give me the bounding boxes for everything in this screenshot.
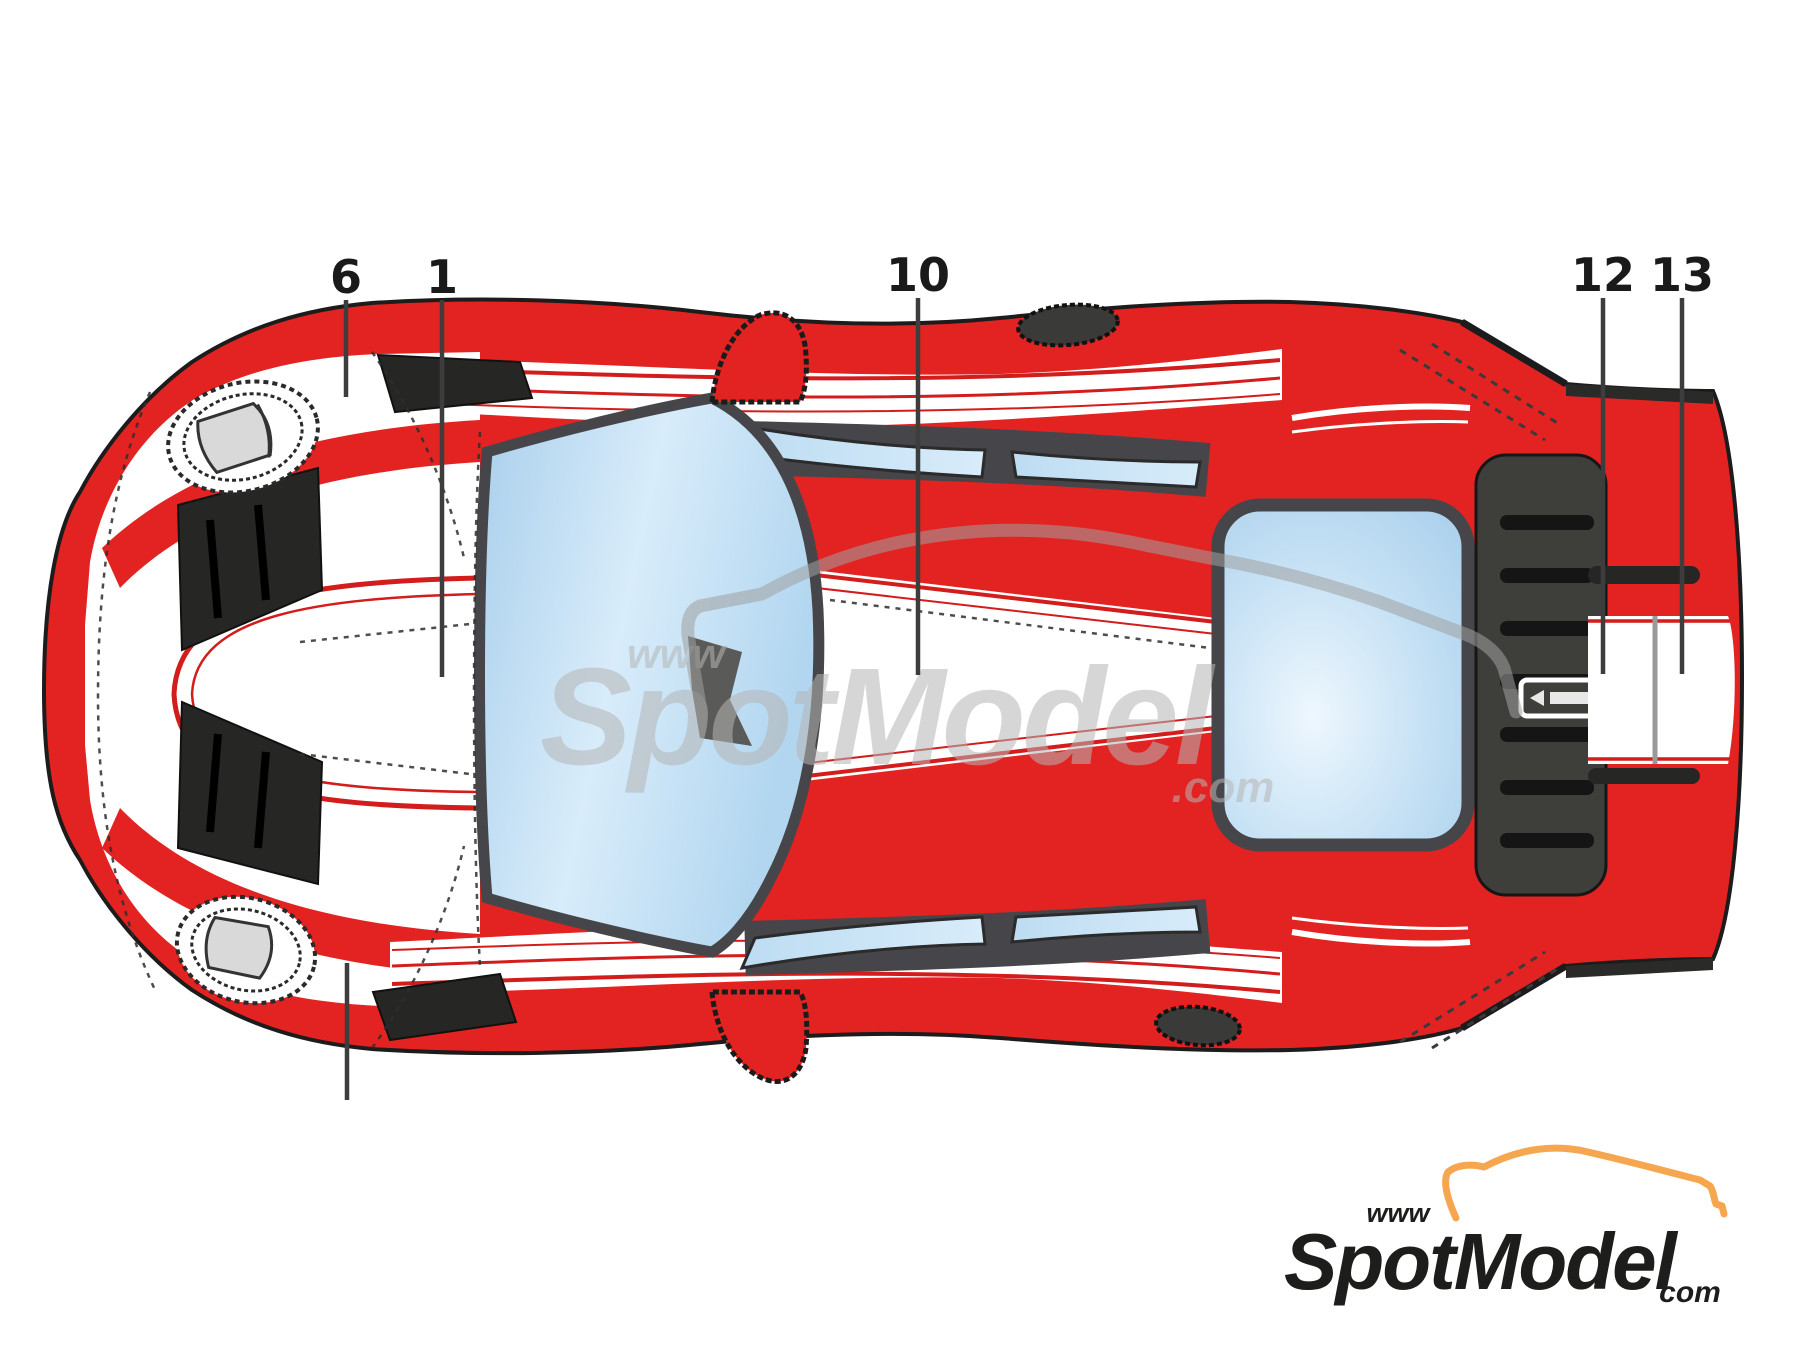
logo-www: www [1366,1198,1431,1228]
spotmodel-logo: www SpotModel com [1284,1144,1728,1309]
headlight-top [166,379,320,495]
callout-leader-lines [343,298,1685,1100]
watermark-name: SpotModel [540,640,1216,794]
callout-1: 1 [426,250,458,304]
logo-com: com [1659,1276,1721,1309]
quarter-window-top [1010,450,1202,489]
fender-louver-top [376,353,534,414]
engine-lid-emblem [1518,677,1598,719]
hood-red-band-bottom [102,808,480,976]
callout-13: 13 [1650,248,1714,302]
panel-seam-lines [96,342,1563,1050]
watermark-www: www [627,630,727,677]
mirror-top [709,310,809,405]
hood-vent-bottom [176,700,324,886]
intake-oval-top [1016,302,1120,348]
logo-name: SpotModel [1284,1217,1679,1306]
callout-6: 6 [330,250,362,304]
hood-stripe-pinstripe [171,575,479,811]
wing-stripe-white [1588,616,1735,764]
door-window-bottom [739,915,987,970]
logo-car-outline [1442,1144,1728,1222]
rear-window [1211,498,1475,852]
watermark-com: .com [1172,763,1275,812]
deck-streaks [1291,403,1471,947]
interior-mirror [688,636,752,746]
intake-oval-bottom [1154,1004,1242,1048]
roof-stripe-white [729,560,1217,790]
mirror-bottom [709,989,810,1084]
engine-louvers [1474,453,1608,897]
callout-10: 10 [886,248,950,302]
callout-12: 12 [1571,248,1635,302]
hood-red-band-top [102,420,480,588]
quarter-window-bottom [1010,905,1202,944]
door-window-top [739,424,987,479]
center-watermark: www SpotModel .com [540,523,1523,812]
watermark-car-outline [681,523,1523,719]
callout-numbers: 6 1 10 12 13 [330,248,1714,304]
